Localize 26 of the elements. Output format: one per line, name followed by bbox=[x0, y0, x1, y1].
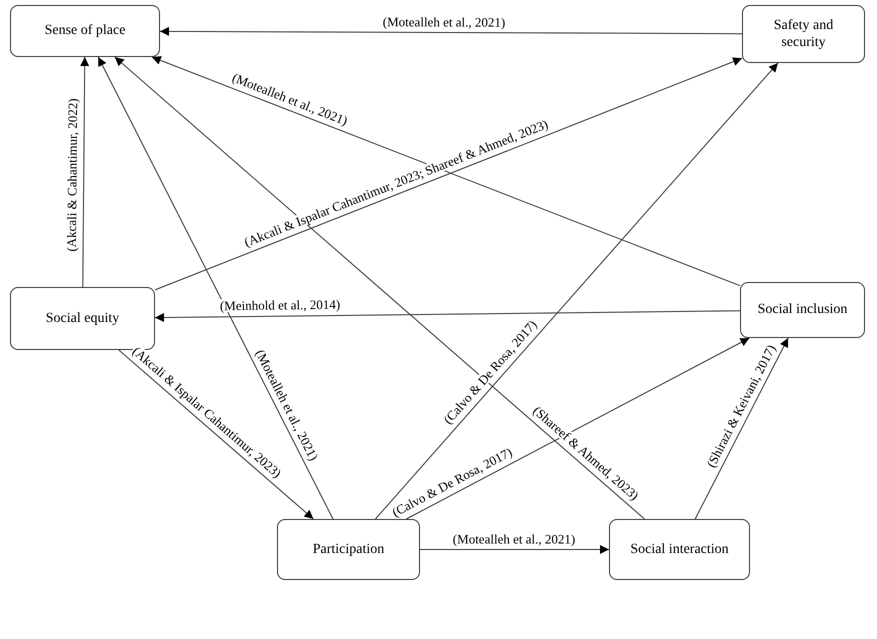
concept-label: Sense of place bbox=[44, 22, 126, 40]
arrow bbox=[694, 338, 789, 520]
arrow bbox=[154, 310, 740, 322]
arrow bbox=[114, 56, 646, 520]
arrow bbox=[118, 350, 314, 520]
concept-label: Social interaction bbox=[630, 540, 729, 558]
arrow bbox=[420, 545, 610, 554]
arrow bbox=[406, 338, 750, 520]
concept-label: Social equity bbox=[46, 310, 120, 328]
arrow bbox=[374, 62, 778, 520]
concept-box bbox=[742, 5, 865, 63]
edge-label: (Akcali & Cahantimur, 2022) bbox=[64, 96, 79, 252]
concept-box bbox=[10, 287, 155, 350]
concept-label: Safety and security bbox=[772, 16, 834, 52]
arrow bbox=[80, 56, 90, 288]
edge-label: (Meinhold et al., 2014) bbox=[219, 298, 342, 312]
concept-box bbox=[10, 5, 160, 57]
edge-label: (Motealleh et al., 2021) bbox=[452, 532, 576, 545]
concept-box bbox=[609, 519, 750, 580]
edge-label: (Motealleh et al., 2021) bbox=[382, 14, 506, 28]
concept-box bbox=[277, 519, 420, 580]
concept-label: Social inclusion bbox=[758, 301, 848, 319]
arrow bbox=[98, 56, 334, 520]
concept-box bbox=[740, 282, 865, 338]
arrow bbox=[160, 26, 742, 36]
concept-label: Participation bbox=[312, 540, 384, 558]
